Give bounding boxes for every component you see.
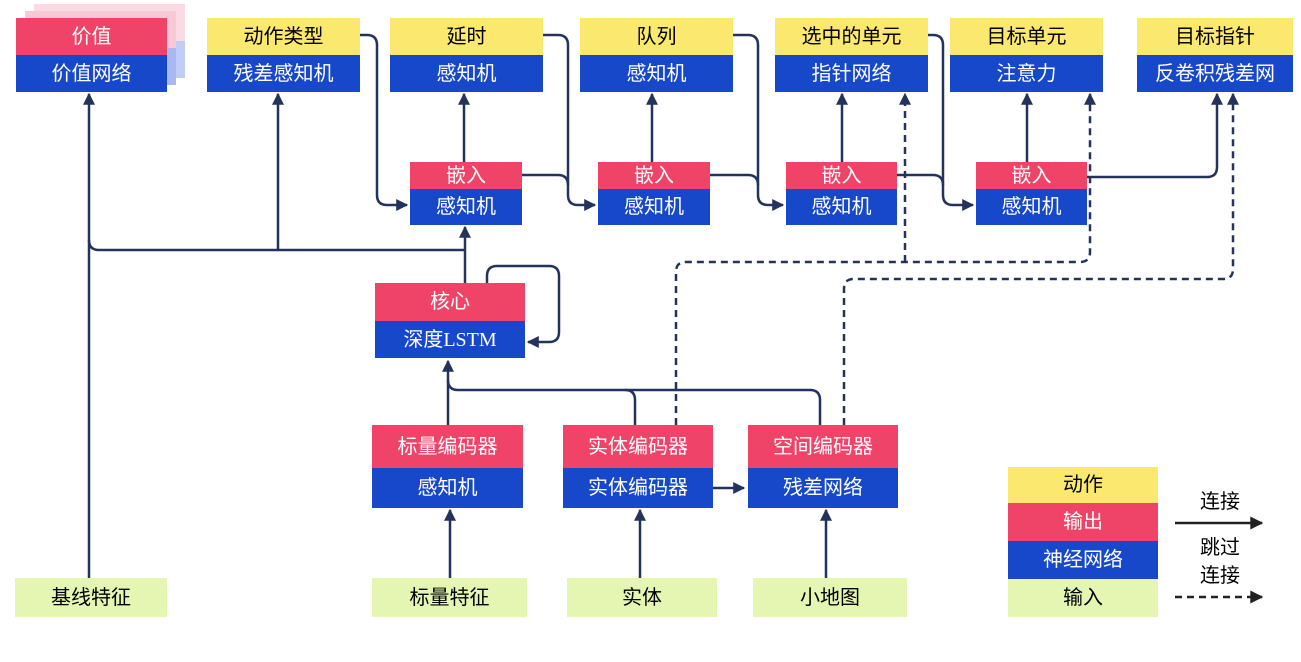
- core-label: 核心: [375, 283, 525, 321]
- embed-4-network-label: 感知机: [976, 189, 1087, 225]
- embed-2-network-label: 感知机: [598, 189, 710, 225]
- delay-network-label: 感知机: [390, 55, 543, 92]
- spatial-encoder-network-label: 残差网络: [748, 468, 898, 508]
- node-spatial-encoder: 空间编码器 残差网络: [748, 425, 898, 508]
- node-scalar-features: 标量特征: [372, 578, 527, 617]
- action-type-network-label: 残差感知机: [207, 55, 360, 92]
- value-network-label: 价值网络: [16, 55, 167, 92]
- embed-3-network-label: 感知机: [786, 189, 897, 225]
- edge-entity-merge: [624, 388, 637, 425]
- minimap-label: 小地图: [753, 578, 907, 617]
- core-network-label: 深度LSTM: [375, 321, 525, 358]
- scalar-encoder-label: 标量编码器: [372, 425, 523, 468]
- node-entity-encoder: 实体编码器 实体编码器: [563, 425, 713, 508]
- target-pointer-network-label: 反卷积残差网: [1137, 55, 1293, 92]
- scalar-features-label: 标量特征: [372, 578, 527, 617]
- entity-encoder-label: 实体编码器: [563, 425, 713, 468]
- legend-skip-label-line1: 跳过: [1200, 537, 1240, 559]
- entities-label: 实体: [567, 578, 717, 617]
- node-selected-units: 选中的单元 指针网络: [775, 18, 928, 92]
- scalar-encoder-network-label: 感知机: [372, 468, 523, 508]
- embed-1-network-label: 感知机: [410, 189, 522, 225]
- target-unit-label: 目标单元: [950, 18, 1103, 55]
- node-action-type: 动作类型 残差感知机: [207, 18, 360, 92]
- node-embed-2: 嵌入 感知机: [598, 162, 710, 225]
- queue-label: 队列: [580, 18, 733, 55]
- node-core: 核心 深度LSTM: [375, 283, 525, 358]
- node-target-pointer: 目标指针 反卷积残差网: [1137, 18, 1293, 92]
- edge-actiontype-to-embed1: [360, 33, 409, 211]
- node-queue: 队列 感知机: [580, 18, 733, 92]
- embed-1-label: 嵌入: [410, 162, 522, 189]
- node-minimap: 小地图: [753, 578, 907, 617]
- node-baseline-features: 基线特征: [15, 578, 167, 617]
- edge-core-branch-left: [87, 239, 465, 252]
- node-scalar-encoder: 标量编码器 感知机: [372, 425, 523, 508]
- node-entities: 实体: [567, 578, 717, 617]
- embed-2-label: 嵌入: [598, 162, 710, 189]
- edge-embed2-merge: [710, 173, 760, 186]
- legend-network-label: 神经网络: [1008, 541, 1158, 579]
- edge-spatial-merge: [446, 379, 822, 425]
- value-output-label: 价值: [16, 18, 167, 55]
- selected-units-label: 选中的单元: [775, 18, 928, 55]
- legend-skip-label-line2: 连接: [1200, 565, 1240, 587]
- embed-4-label: 嵌入: [976, 162, 1087, 189]
- skip-entity-to-attention: [674, 92, 1096, 425]
- edge-embed1-merge: [522, 173, 570, 186]
- baseline-features-label: 基线特征: [15, 578, 167, 617]
- legend-action-label: 动作: [1008, 467, 1158, 503]
- edge-embed3-merge: [897, 173, 945, 186]
- target-unit-network-label: 注意力: [950, 55, 1103, 92]
- legend-input-label: 输入: [1008, 579, 1158, 617]
- action-type-label: 动作类型: [207, 18, 360, 55]
- target-pointer-label: 目标指针: [1137, 18, 1293, 55]
- edge-queue-to-embed3: [733, 33, 785, 211]
- legend-output-label: 输出: [1008, 503, 1158, 541]
- node-value: 价值 价值网络: [16, 18, 167, 92]
- edge-selected-to-embed4: [928, 33, 975, 211]
- node-delay: 延时 感知机: [390, 18, 543, 92]
- delay-label: 延时: [390, 18, 543, 55]
- skip-spatial-to-deconv: [842, 92, 1239, 425]
- node-target-unit: 目标单元 注意力: [950, 18, 1103, 92]
- node-embed-1: 嵌入 感知机: [410, 162, 522, 225]
- node-embed-4: 嵌入 感知机: [976, 162, 1087, 225]
- node-embed-3: 嵌入 感知机: [786, 162, 897, 225]
- entity-encoder-network-label: 实体编码器: [563, 468, 713, 508]
- edge-embed4-to-targetpointer: [1087, 92, 1223, 179]
- embed-3-label: 嵌入: [786, 162, 897, 189]
- edge-core-self-loop: [485, 264, 561, 348]
- queue-network-label: 感知机: [580, 55, 733, 92]
- legend-connection-label: 连接: [1200, 491, 1240, 513]
- edge-delay-to-embed2: [543, 33, 597, 211]
- legend-color-stack: 动作 输出 神经网络 输入: [1008, 467, 1158, 617]
- selected-units-network-label: 指针网络: [775, 55, 928, 92]
- spatial-encoder-label: 空间编码器: [748, 425, 898, 468]
